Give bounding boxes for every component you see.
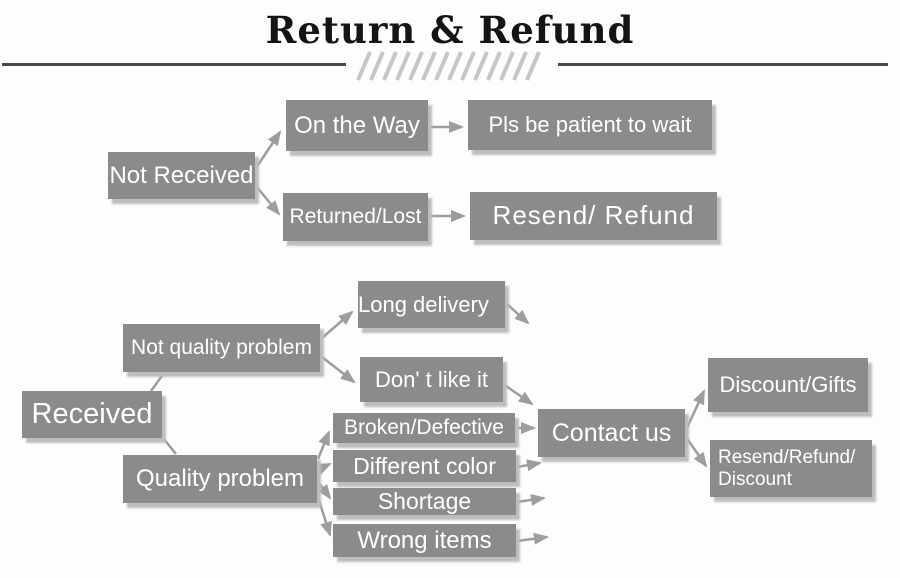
arrow-quality-to-shortage: [317, 482, 332, 500]
page-title: Return & Refund: [265, 8, 635, 52]
arrow-quality-to-broken-defective: [316, 430, 331, 460]
node-received: Received: [22, 391, 162, 438]
arrow-quality-to-wrong-items: [315, 493, 332, 537]
resend-discount-line2: Discount: [718, 468, 792, 490]
node-pls-be-patient: Pls be patient to wait: [468, 100, 712, 150]
arrow-wrong-items-out: [516, 532, 549, 545]
node-resend-refund-discount-text: Resend/Refund/ Discount: [718, 447, 855, 491]
node-discount-gifts: Discount/Gifts: [708, 358, 868, 412]
node-resend-refund: Resend/ Refund: [470, 192, 717, 240]
node-not-quality-problem: Not quality problem: [123, 324, 320, 372]
node-not-received: Not Received: [108, 152, 255, 199]
node-quality-problem: Quality problem: [123, 455, 317, 503]
node-different-color: Different color: [333, 450, 516, 482]
arrow-quality-to-different-color: [315, 462, 332, 475]
node-dont-like-it: Don' t like it: [360, 357, 503, 402]
node-returned-lost: Returned/Lost: [283, 193, 428, 241]
divider-rule-left: [2, 63, 346, 66]
node-broken-defective: Broken/Defective: [333, 413, 515, 443]
node-long-delivery: Long delivery: [358, 281, 505, 328]
node-resend-refund-discount: Resend/Refund/ Discount: [710, 440, 872, 497]
node-shortage: Shortage: [333, 488, 516, 515]
divider-rule-right: [558, 63, 888, 66]
arrow-contact-us-to-resend-discount: [684, 436, 708, 468]
node-wrong-items: Wrong items: [333, 524, 516, 557]
arrow-shortage-out: [516, 493, 546, 506]
link-received-to-quality: [162, 437, 177, 455]
hatch-decoration-icon: [356, 51, 541, 81]
arrow-different-color-to-contact-us: [516, 459, 542, 472]
arrow-long-delivery-out: [506, 303, 530, 325]
arrow-not-received-to-returned-lost: [255, 185, 281, 216]
link-received-to-not-quality: [149, 372, 166, 392]
arrow-not-quality-to-long-delivery: [321, 310, 354, 339]
resend-discount-line1: Resend/Refund/: [718, 446, 856, 468]
arrow-not-quality-to-dont-like-it: [321, 356, 356, 384]
node-contact-us: Contact us: [538, 409, 685, 457]
arrow-dont-like-it-to-contact-us: [505, 384, 534, 406]
node-on-the-way: On the Way: [286, 100, 428, 151]
arrow-contact-us-to-discount-gifts: [684, 389, 706, 431]
arrow-not-received-to-on-the-way: [254, 130, 282, 169]
